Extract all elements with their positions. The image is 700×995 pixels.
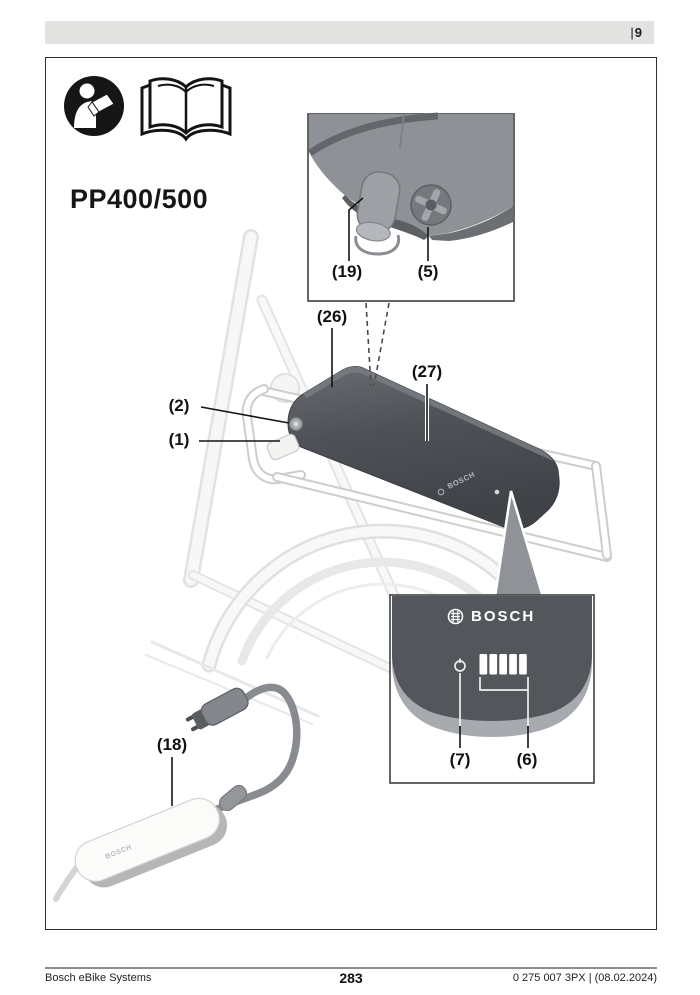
callout-lines xyxy=(171,328,429,806)
battery-mount-plate xyxy=(266,433,300,461)
callout-26: (26) xyxy=(316,307,348,326)
battery-connector-center xyxy=(293,421,299,427)
key-detail xyxy=(410,184,452,226)
footer-page-number: 283 xyxy=(339,970,363,986)
callout-7: (7) xyxy=(449,750,471,769)
lock-cylinder xyxy=(355,171,401,242)
callout-27: (27) xyxy=(411,362,443,381)
callout-5: (5) xyxy=(417,262,439,281)
bosch-logo: BOSCH xyxy=(447,606,535,626)
footer-brand: Bosch eBike Systems xyxy=(45,972,152,984)
inset-battery-face xyxy=(389,594,595,784)
callout-18: (18) xyxy=(156,735,188,754)
cable-ferrite xyxy=(218,784,248,812)
charge-level-leds xyxy=(479,654,527,675)
charger-body: BOSCH xyxy=(74,797,228,888)
charger: BOSCH xyxy=(53,683,301,902)
callout-2: (2) xyxy=(168,396,190,415)
callout-6: (6) xyxy=(516,750,538,769)
footer-doc-number: 0 275 007 3PX | (08.02.2024) xyxy=(512,972,657,984)
battery-mini-bosch-symbol xyxy=(437,488,445,496)
page-marker-number: 9 xyxy=(634,25,642,40)
footer-rule xyxy=(45,967,657,969)
bosch-armature-icon xyxy=(447,608,464,624)
power-icon xyxy=(454,658,466,672)
callout-1: (1) xyxy=(168,430,190,449)
open-book-icon xyxy=(136,73,236,148)
battery-pack: BOSCH xyxy=(287,366,560,530)
charge-plug xyxy=(185,687,249,732)
model-label: PP400/500 xyxy=(70,184,209,214)
read-manual-icon xyxy=(62,74,126,143)
inset-white-leaders xyxy=(459,673,529,726)
page-marker: |9 xyxy=(630,25,642,40)
page-marker-separator: | xyxy=(630,25,634,40)
header-bar: |9 xyxy=(45,21,654,44)
inset-lock-detail xyxy=(307,112,515,302)
inset-black-leaders xyxy=(459,726,529,748)
bosch-wordmark: BOSCH xyxy=(471,607,536,625)
dashed-reference-lines xyxy=(365,302,390,387)
callout-19: (19) xyxy=(331,262,363,281)
battery-led-dot xyxy=(494,489,500,495)
